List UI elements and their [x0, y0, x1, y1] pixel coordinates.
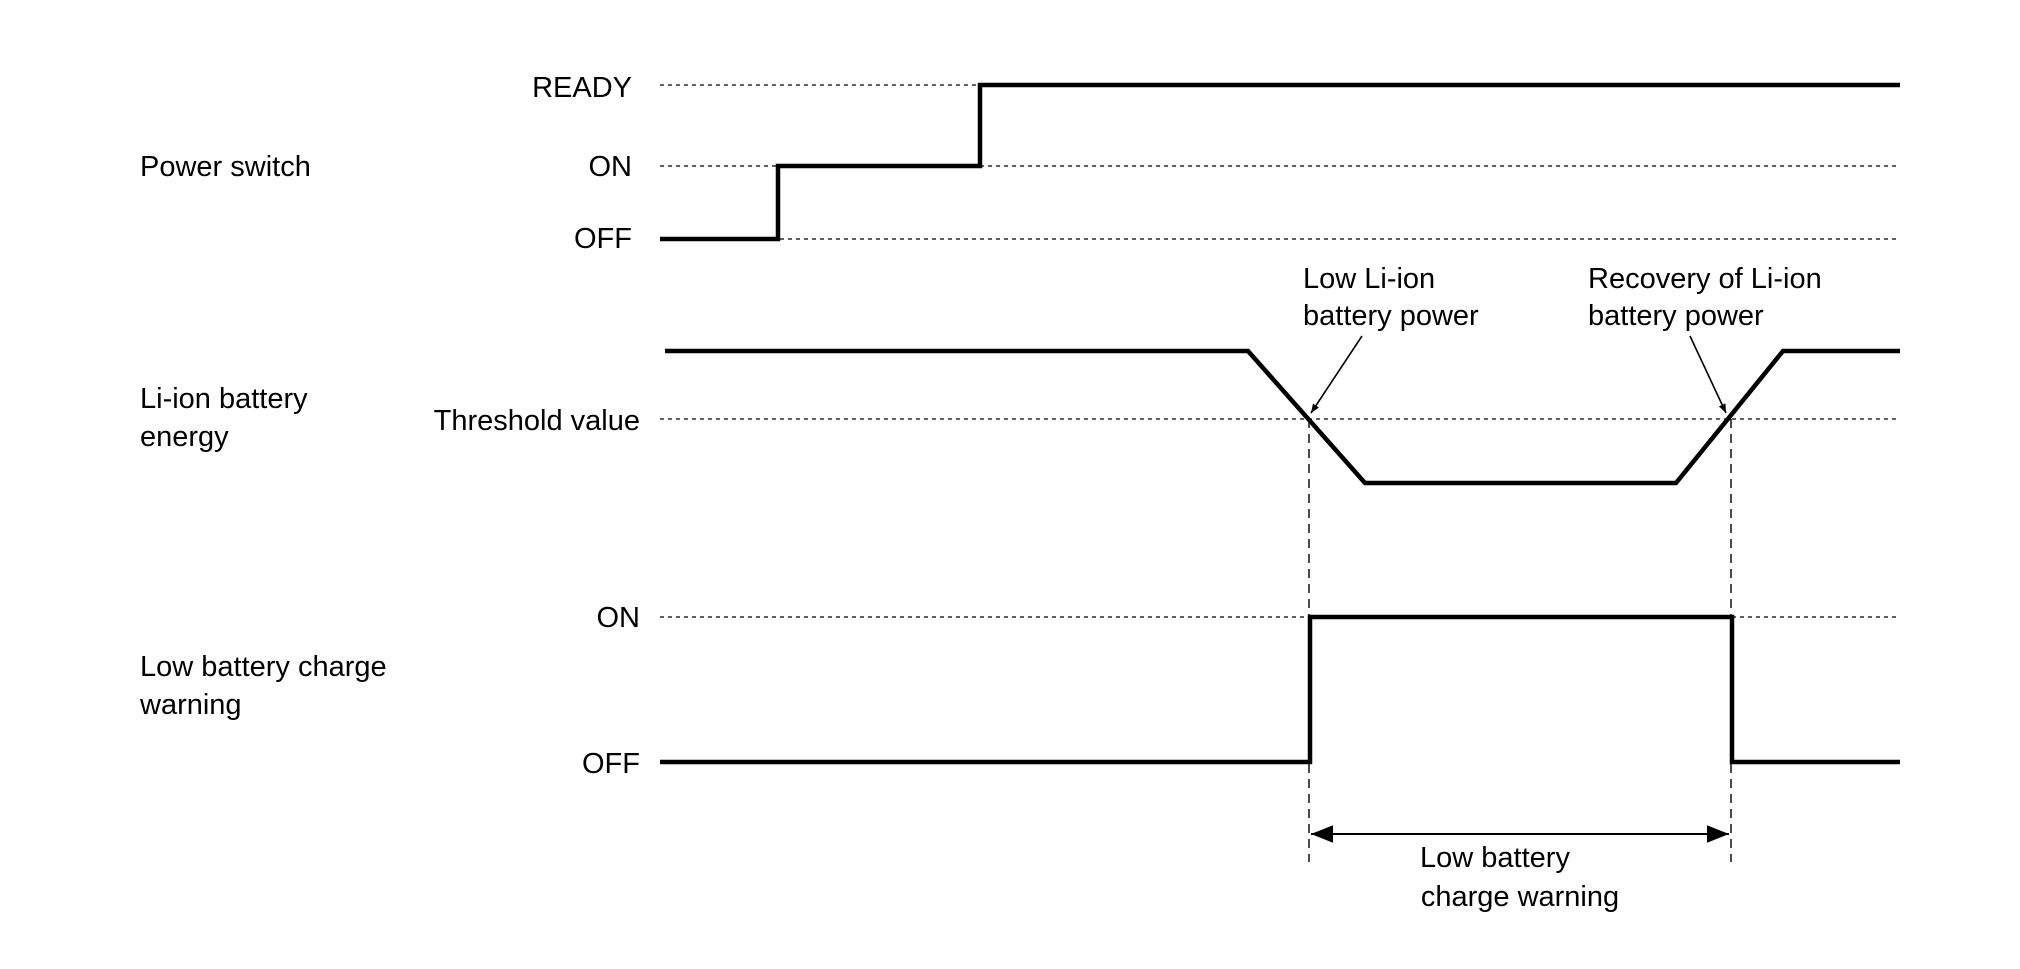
warning-duration-label-line2: charge warning — [1421, 881, 1619, 913]
recovery-annotation-line1: Recovery of Li-ion — [1588, 263, 1822, 295]
power-ready-level-label: READY — [532, 72, 632, 104]
warning-waveform — [660, 614, 1900, 765]
threshold-value-label: Threshold value — [434, 405, 640, 437]
battery-energy-label-line1: Li-ion battery — [140, 383, 308, 415]
recovery-leader-arrow — [1689, 335, 1727, 414]
warning-label-line2: warning — [139, 689, 242, 721]
low-power-annotation-line1: Low Li-ion — [1303, 263, 1435, 295]
recovery-annotation-line2: battery power — [1588, 300, 1764, 332]
battery-energy-label-line2: energy — [140, 421, 229, 453]
battery-energy-waveform — [665, 348, 1900, 486]
low-power-annotation-line2: battery power — [1303, 300, 1479, 332]
power-switch-label: Power switch — [140, 151, 311, 183]
warning-off-level-label: OFF — [582, 748, 640, 780]
warning-label-line1: Low battery charge — [140, 651, 387, 683]
warning-on-level-label: ON — [597, 602, 641, 634]
low-power-leader-arrow — [1310, 335, 1363, 414]
power-switch-waveform — [660, 82, 1900, 242]
power-off-level-label: OFF — [574, 223, 632, 255]
warning-duration-label-line1: Low battery — [1420, 842, 1570, 874]
power-on-level-label: ON — [589, 151, 633, 183]
